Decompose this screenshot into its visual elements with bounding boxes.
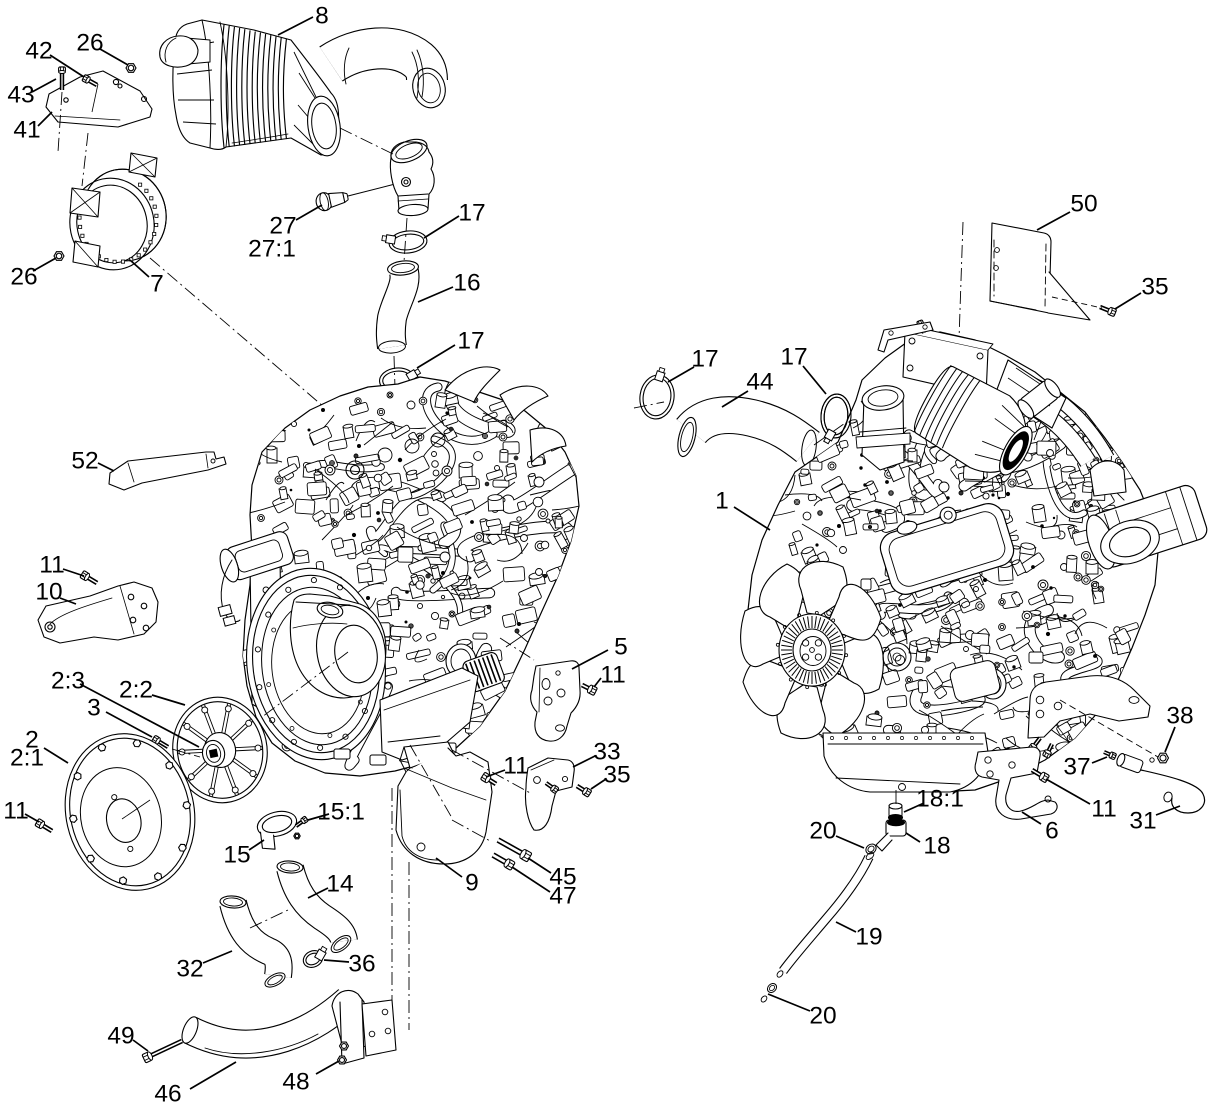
svg-text:15: 15	[223, 842, 250, 869]
svg-text:38: 38	[1166, 703, 1193, 730]
svg-text:8: 8	[315, 3, 329, 30]
svg-text:10: 10	[35, 579, 62, 606]
svg-text:35: 35	[603, 762, 630, 789]
svg-text:50: 50	[1070, 191, 1097, 218]
svg-text:11: 11	[1091, 796, 1116, 823]
svg-text:49: 49	[107, 1023, 134, 1050]
svg-text:27: 27	[269, 213, 296, 240]
svg-text:2:2: 2:2	[119, 677, 153, 704]
svg-text:48: 48	[282, 1069, 309, 1096]
svg-text:17: 17	[457, 328, 484, 355]
svg-text:2:1: 2:1	[10, 745, 44, 772]
svg-text:16: 16	[453, 270, 480, 297]
svg-text:36: 36	[348, 951, 375, 978]
svg-text:6: 6	[1045, 818, 1059, 845]
svg-text:11: 11	[600, 662, 625, 689]
svg-text:19: 19	[855, 924, 882, 951]
svg-text:37: 37	[1063, 754, 1090, 781]
svg-text:17: 17	[691, 346, 718, 373]
svg-text:20: 20	[809, 818, 836, 845]
svg-text:44: 44	[746, 369, 773, 396]
svg-text:46: 46	[154, 1081, 181, 1108]
svg-text:33: 33	[593, 739, 620, 766]
svg-text:15:1: 15:1	[317, 799, 365, 826]
svg-text:3: 3	[87, 695, 101, 722]
svg-text:47: 47	[549, 883, 576, 910]
svg-text:20: 20	[809, 1003, 836, 1030]
svg-text:2: 2	[25, 727, 39, 754]
svg-text:1: 1	[715, 488, 729, 515]
svg-text:17: 17	[458, 200, 485, 227]
svg-text:45: 45	[549, 864, 576, 891]
svg-text:14: 14	[326, 871, 353, 898]
svg-text:43: 43	[7, 82, 34, 109]
svg-text:35: 35	[1141, 274, 1168, 301]
svg-text:32: 32	[176, 956, 203, 983]
svg-text:26: 26	[76, 30, 103, 57]
svg-text:7: 7	[150, 271, 164, 298]
svg-text:18:1: 18:1	[916, 786, 964, 813]
svg-text:11: 11	[503, 753, 528, 780]
svg-text:26: 26	[10, 264, 37, 291]
svg-text:27:1: 27:1	[248, 236, 296, 263]
svg-text:11: 11	[3, 798, 28, 825]
svg-text:5: 5	[614, 634, 628, 661]
svg-text:41: 41	[13, 117, 40, 144]
svg-text:42: 42	[25, 38, 52, 65]
svg-text:31: 31	[1129, 808, 1156, 835]
svg-text:18: 18	[923, 833, 950, 860]
svg-text:52: 52	[71, 448, 98, 475]
svg-text:11: 11	[39, 552, 64, 579]
svg-text:9: 9	[465, 870, 479, 897]
svg-text:17: 17	[780, 344, 807, 371]
svg-text:2:3: 2:3	[51, 668, 85, 695]
